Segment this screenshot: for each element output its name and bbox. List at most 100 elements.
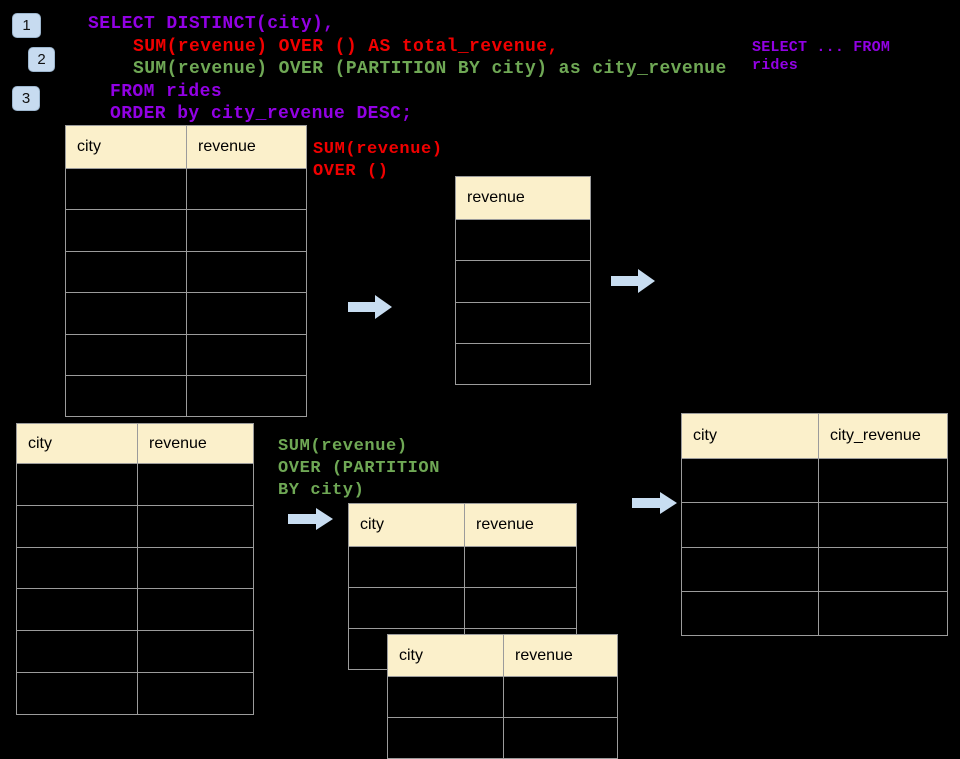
table-cell — [818, 547, 947, 591]
table-row — [17, 504, 253, 547]
table-row — [66, 209, 306, 251]
sql-line-sum-partition: SUM(revenue) OVER (PARTITION BY city) as… — [133, 59, 727, 79]
table-cell — [137, 589, 253, 631]
table-cell — [682, 592, 818, 635]
table-cell — [464, 588, 576, 628]
table-row — [456, 301, 590, 343]
table-header-row: city revenue — [349, 504, 576, 546]
table-cell — [349, 547, 464, 587]
step-badge-3: 3 — [12, 86, 40, 111]
table-cell — [137, 464, 253, 505]
step-badge-2: 2 — [28, 47, 55, 72]
table-cell — [17, 506, 137, 547]
table-cell — [17, 673, 137, 714]
table-row — [456, 219, 590, 260]
arrow-right-icon — [611, 268, 656, 294]
table-row — [456, 342, 590, 384]
table-cell — [66, 169, 186, 209]
table-row — [17, 588, 253, 631]
table-cell — [388, 718, 503, 758]
table-row — [66, 168, 306, 210]
annotation-partition-line2: OVER (PARTITION — [278, 459, 441, 478]
column-header-revenue: revenue — [503, 635, 617, 676]
sql-line-select: SELECT DISTINCT(city), — [88, 14, 335, 34]
table-cell — [137, 505, 253, 547]
annotation-partition-line3: BY city) — [278, 481, 365, 500]
table-row — [349, 546, 576, 587]
table-header-row: city revenue — [66, 126, 306, 168]
column-header-city_revenue: city_revenue — [818, 414, 947, 458]
table-row — [66, 250, 306, 293]
column-header-city: city — [28, 434, 52, 452]
table-cell — [17, 589, 137, 630]
table-cell — [137, 631, 253, 672]
table-row — [682, 546, 947, 591]
column-header-revenue: revenue — [137, 424, 253, 463]
column-header-city: city — [399, 646, 423, 664]
table-cell — [137, 672, 253, 714]
table-cell — [682, 548, 818, 591]
table-cell — [388, 677, 503, 717]
table-cell — [66, 376, 186, 416]
table-cell — [186, 169, 306, 210]
table-cell — [503, 718, 617, 758]
annotation-total-line1: SUM(revenue) — [313, 140, 443, 159]
table-header-row: revenue — [456, 177, 590, 219]
table-row — [388, 676, 617, 717]
table-cell — [186, 210, 306, 251]
table-cell — [137, 547, 253, 589]
table-row — [66, 292, 306, 334]
arrow-right-icon — [288, 507, 334, 531]
table-row — [17, 630, 253, 672]
table-cell — [186, 334, 306, 375]
table-cell — [17, 464, 137, 505]
table-cell — [186, 375, 306, 417]
annotation-total-line2: OVER () — [313, 162, 389, 181]
table-cell — [456, 344, 590, 384]
column-header-revenue: revenue — [467, 189, 525, 206]
table-cell — [818, 591, 947, 636]
table-cell — [456, 303, 590, 343]
column-header-revenue: revenue — [186, 126, 306, 168]
table-cell — [17, 631, 137, 672]
column-header-city: city — [77, 138, 101, 155]
side-note-rides: rides — [752, 57, 799, 74]
table-row — [682, 458, 947, 503]
table-row — [388, 717, 617, 758]
table-cell — [464, 547, 576, 587]
table-cell — [66, 335, 186, 375]
annotation-partition-line1: SUM(revenue) — [278, 437, 408, 456]
table-row — [17, 463, 253, 505]
table-cell — [349, 588, 464, 628]
table-source-rides-top: city revenue — [65, 125, 307, 418]
step-badge-1: 1 — [12, 13, 41, 38]
table-cell — [682, 503, 818, 546]
table-row — [682, 590, 947, 636]
table-row — [682, 502, 947, 547]
table-total-revenue-result: revenue — [455, 176, 591, 386]
table-cell — [66, 293, 186, 333]
column-header-city: city — [360, 516, 384, 533]
table-cell — [503, 677, 617, 717]
table-cell — [456, 261, 590, 301]
sql-line-from: FROM rides — [110, 82, 223, 102]
table-cell — [818, 503, 947, 547]
table-cell — [66, 210, 186, 250]
table-cell — [186, 293, 306, 334]
side-note-select-from: SELECT ... FROM — [752, 39, 891, 56]
column-header-revenue: revenue — [464, 504, 576, 546]
slide-canvas: { "badges": [ { "label": "1" }, { "label… — [12, 13, 948, 759]
table-cell — [17, 548, 137, 589]
sql-line-order-by: ORDER by city_revenue DESC; — [110, 104, 413, 124]
table-cell — [818, 459, 947, 503]
table-row — [349, 587, 576, 628]
table-cell — [682, 459, 818, 502]
table-cell — [456, 220, 590, 260]
arrow-right-icon — [632, 491, 678, 515]
table-partition-overlay: city revenue — [387, 634, 618, 759]
table-source-rides-bottom: city revenue — [16, 423, 254, 715]
table-row — [17, 546, 253, 589]
table-row — [66, 374, 306, 417]
